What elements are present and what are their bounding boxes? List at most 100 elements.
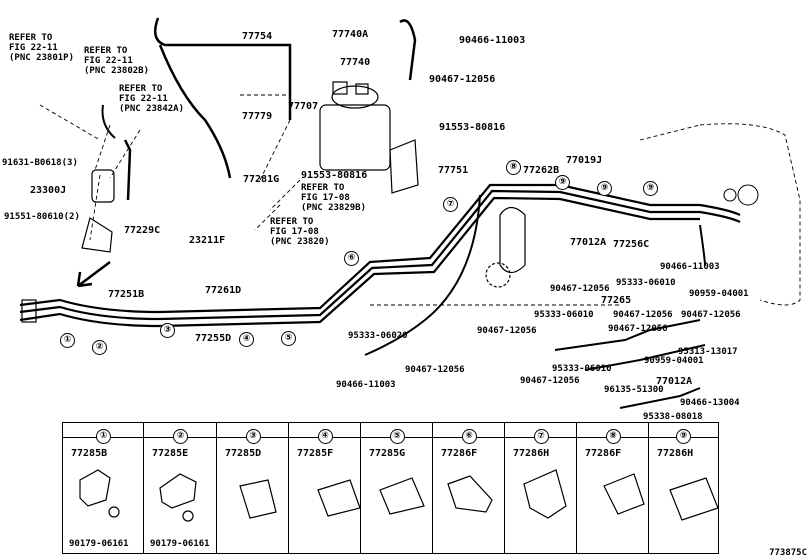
part-95338-08018: 95338-08018 xyxy=(643,412,703,422)
clamp-header-2: ② xyxy=(144,423,217,444)
part-77265: 77265 xyxy=(601,295,632,306)
clamp-cell-1: 77285B 90179-06161 xyxy=(63,423,144,553)
part-90959-04001-right: 90959-04001 xyxy=(689,289,749,299)
clamp-header-num: ③ xyxy=(245,429,261,444)
callout-8: ⑧ xyxy=(506,160,521,175)
clamp-subpart: 90179-06161 xyxy=(150,539,210,549)
clamp-cell-4: 77285F xyxy=(289,423,361,553)
part-77229C: 77229C xyxy=(124,225,161,236)
part-91553-80816-right: 91553-80816 xyxy=(439,122,506,133)
refer-note-2-line-1: REFER TO xyxy=(84,46,128,56)
part-95313-13017: 95313-13017 xyxy=(678,347,738,357)
clamp-cell-3: 77285D xyxy=(217,423,289,553)
part-77707: 77707 xyxy=(288,101,319,112)
callout-9c: ⑨ xyxy=(643,181,658,196)
part-77019J: 77019J xyxy=(566,155,603,166)
diagram-id: 773875C xyxy=(769,548,807,558)
part-95333-06020: 95333-06020 xyxy=(348,331,408,341)
part-77251B: 77251B xyxy=(108,289,145,300)
clamp-cell-6: 77286F xyxy=(433,423,505,553)
part-90466-11003-bottom-left: 90466-11003 xyxy=(336,380,396,390)
clamp-reference-table: ① ② ③ ④ ⑤ ⑥ ⑦ ⑧ ⑨ 77285B 90179-06161 772… xyxy=(62,422,719,554)
refer-note-2-line-2: FIG 22-11 xyxy=(84,56,133,66)
part-90467-12056-a: 90467-12056 xyxy=(550,284,610,294)
part-91631-B0618: 91631-B0618(3) xyxy=(2,158,78,168)
part-77256C: 77256C xyxy=(613,239,650,250)
refer-note-2-line-3: (PNC 23802B) xyxy=(84,66,150,76)
clamp-part: 77285D xyxy=(225,448,262,459)
refer-note-4: REFER TO FIG 17-08 (PNC 23829B) xyxy=(301,183,366,213)
refer-note-4-line-1: REFER TO xyxy=(301,183,345,193)
part-90466-13004: 90466-13004 xyxy=(680,398,740,408)
refer-note-2: REFER TO FIG 22-11 (PNC 23802B) xyxy=(84,46,149,76)
clamp-cell-9: 77286H xyxy=(649,423,718,553)
clamp-header-num: ④ xyxy=(317,429,333,444)
refer-note-1-line-2: FIG 22-11 xyxy=(9,43,58,53)
refer-note-5-line-1: REFER TO xyxy=(270,217,314,227)
clamp-header-5: ⑤ xyxy=(361,423,433,444)
callout-6: ⑥ xyxy=(344,251,359,266)
clamp-header-num: ② xyxy=(173,429,188,444)
clamp-header-num: ⑧ xyxy=(605,429,621,444)
part-90467-12056-d: 90467-12056 xyxy=(477,326,537,336)
callout-3: ③ xyxy=(160,323,175,338)
clamp-cell-2: 77285E 90179-06161 xyxy=(144,423,217,553)
clamp-header-num: ⑦ xyxy=(533,429,549,444)
part-77740: 77740 xyxy=(340,57,371,68)
part-77751: 77751 xyxy=(438,165,469,176)
clamp-header-num: ⑨ xyxy=(676,429,691,444)
clamp-header-9: ⑨ xyxy=(649,423,718,444)
part-90467-12056-e2: 90467-12056 xyxy=(608,324,668,334)
refer-note-5-line-3: (PNC 23820) xyxy=(270,237,330,247)
clamp-header-num: ① xyxy=(96,429,111,444)
clamp-part: 77286H xyxy=(513,448,550,459)
clamp-cell-7: 77286H xyxy=(505,423,577,553)
part-77012A-bottom: 77012A xyxy=(656,376,693,387)
part-96135-51300: 96135-51300 xyxy=(604,385,664,395)
clamp-cell-8: 77286F xyxy=(577,423,649,553)
part-90467-12056-e: 90467-12056 xyxy=(405,365,465,375)
part-90467-12056-b: 90467-12056 xyxy=(613,310,673,320)
part-90467-12056-f: 90467-12056 xyxy=(520,376,580,386)
part-77740A: 77740A xyxy=(332,29,369,40)
callout-7: ⑦ xyxy=(443,197,458,212)
refer-note-1-line-1: REFER TO xyxy=(9,33,53,43)
part-90466-11003-right: 90466-11003 xyxy=(660,262,720,272)
part-77012A-top: 77012A xyxy=(570,237,607,248)
refer-note-3-line-2: FIG 22-11 xyxy=(119,94,168,104)
clamp-part: 77285F xyxy=(297,448,334,459)
clamp-header-num: ⑥ xyxy=(461,429,477,444)
clamp-part: 77285G xyxy=(369,448,406,459)
clamp-header-4: ④ xyxy=(289,423,361,444)
part-77262B: 77262B xyxy=(523,165,560,176)
refer-note-3: REFER TO FIG 22-11 (PNC 23842A) xyxy=(119,84,184,114)
callout-2: ② xyxy=(92,340,107,355)
clamp-subpart: 90179-06161 xyxy=(69,539,129,549)
callout-9a: ⑨ xyxy=(555,175,570,190)
part-90959-04001-bottom: 90959-04001 xyxy=(644,356,704,366)
part-91551-80610: 91551-80610(2) xyxy=(4,212,80,222)
clamp-header-6: ⑥ xyxy=(433,423,505,444)
part-90467-12056-c: 90467-12056 xyxy=(681,310,741,320)
clamp-part: 77286F xyxy=(441,448,478,459)
part-77754: 77754 xyxy=(242,31,273,42)
clamp-header-7: ⑦ xyxy=(505,423,577,444)
part-23300J: 23300J xyxy=(30,185,67,196)
callout-4: ④ xyxy=(239,332,254,347)
part-77255D: 77255D xyxy=(195,333,232,344)
callout-9b: ⑨ xyxy=(597,181,612,196)
clamp-part: 77285B xyxy=(71,448,108,459)
clamp-header-num: ⑤ xyxy=(389,429,405,444)
clamp-header-8: ⑧ xyxy=(577,423,649,444)
refer-note-5-line-2: FIG 17-08 xyxy=(270,227,319,237)
refer-note-1-line-3: (PNC 23801P) xyxy=(9,53,75,63)
clamp-part: 77286H xyxy=(657,448,694,459)
refer-note-3-line-1: REFER TO xyxy=(119,84,163,94)
clamp-part: 77286F xyxy=(585,448,622,459)
part-23211F: 23211F xyxy=(189,235,226,246)
part-90467-12056-top: 90467-12056 xyxy=(429,74,496,85)
part-95333-06010-a: 95333-06010 xyxy=(616,278,676,288)
part-91553-80816-left: 91553-80816 xyxy=(301,170,368,181)
